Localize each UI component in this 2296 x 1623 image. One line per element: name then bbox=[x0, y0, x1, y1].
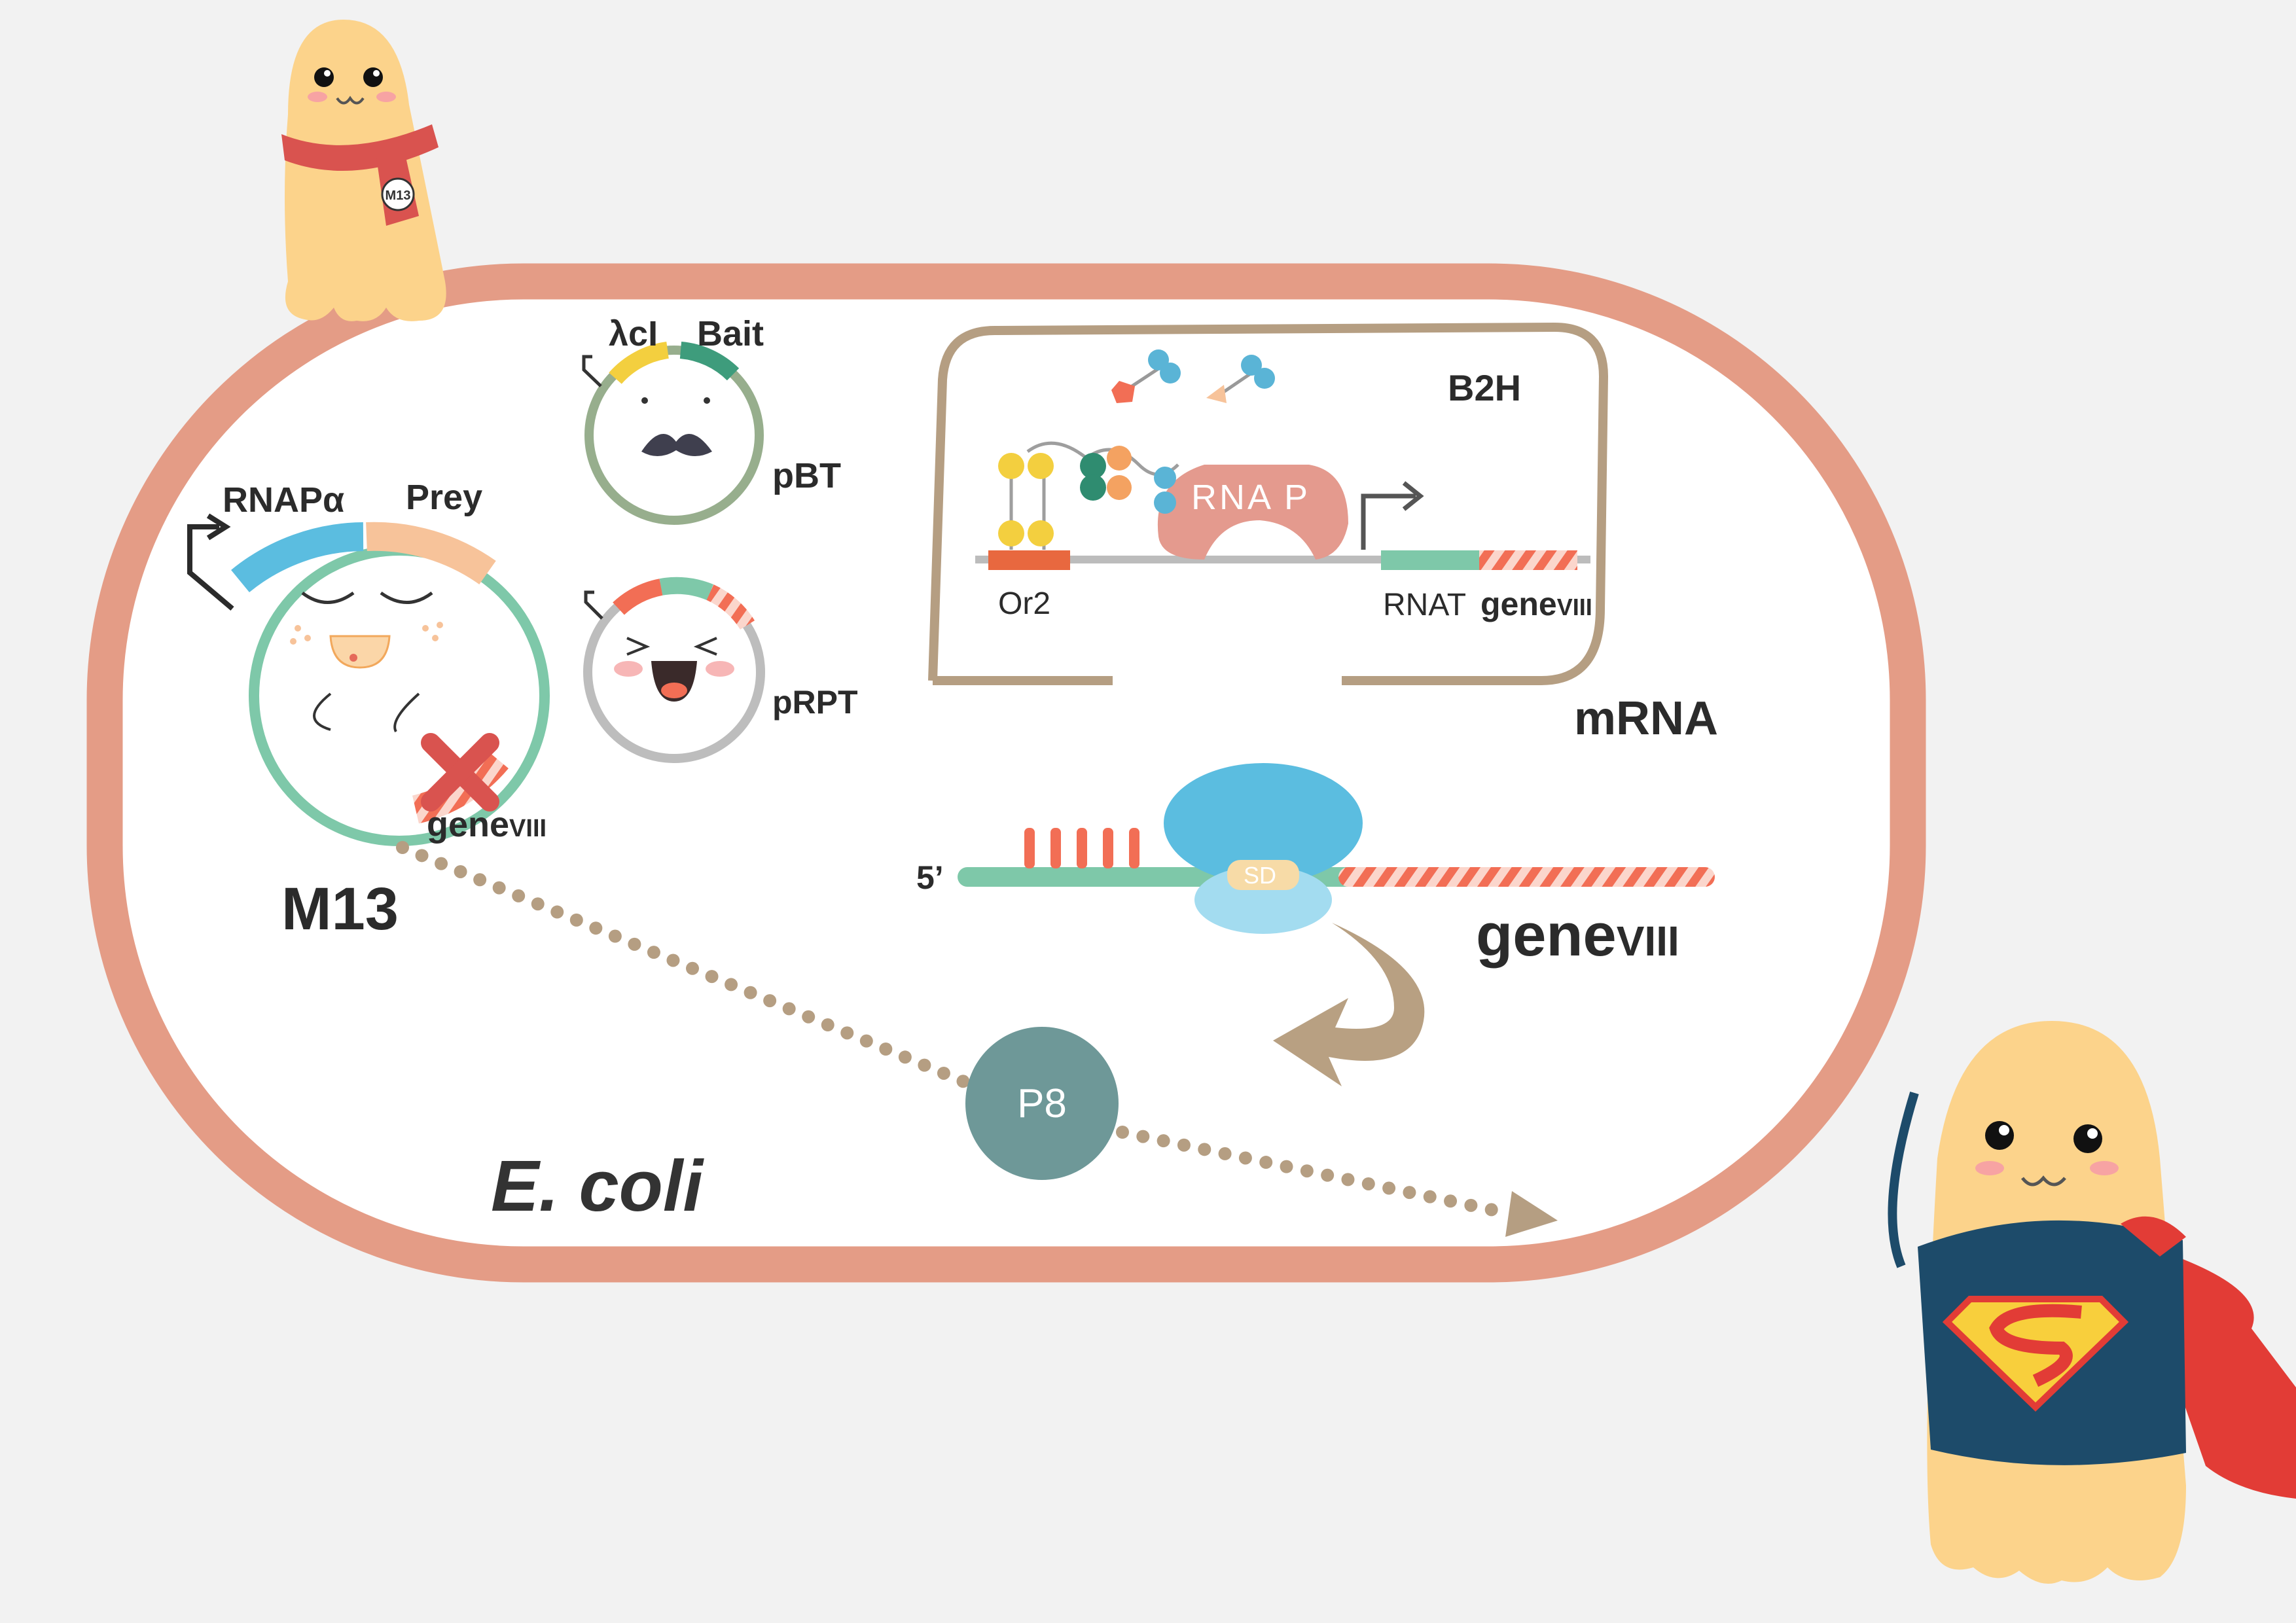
prpt-hatched-segment bbox=[706, 584, 755, 630]
mrna-translation-panel: mRNA SD 5’ geneVIII bbox=[916, 692, 1718, 1086]
pbt-label: pBT bbox=[772, 456, 841, 495]
superhero-mascot bbox=[1888, 1021, 2296, 1584]
mrna-geneviii-label: geneVIII bbox=[1476, 902, 1679, 969]
p8-label: P8 bbox=[1017, 1081, 1067, 1126]
b2h-title: B2H bbox=[1448, 367, 1521, 408]
superhero-arm-icon bbox=[1888, 1091, 1919, 1268]
pbt-promoter-icon bbox=[582, 355, 602, 387]
promoter-arrow-icon bbox=[187, 524, 234, 611]
bait-segment bbox=[679, 342, 740, 381]
pbt-plasmid: λcI Bait pBT bbox=[582, 314, 841, 525]
bait-prey-complex-icon bbox=[998, 446, 1176, 546]
prey-label: Prey bbox=[406, 478, 482, 517]
dotted-path-m13-to-p8 bbox=[396, 841, 982, 1093]
or2-operator bbox=[988, 550, 1070, 570]
prey-segment bbox=[366, 522, 496, 585]
m13-plasmid: RNAPα Prey geneVIII M13 bbox=[187, 478, 550, 942]
m13-badge bbox=[381, 177, 415, 211]
b2h-box-border bbox=[928, 322, 1609, 685]
prpt-red-segment bbox=[613, 579, 663, 615]
rna-p-label: RNA P bbox=[1191, 478, 1310, 517]
sleepy-face-icon bbox=[290, 591, 443, 732]
export-arrowhead-icon bbox=[1505, 1191, 1558, 1237]
mascot-body bbox=[285, 20, 446, 321]
five-prime-label: 5’ bbox=[916, 859, 944, 896]
sd-label: SD bbox=[1244, 862, 1276, 889]
ribosome-large-subunit bbox=[1164, 763, 1363, 883]
or2-label: Or2 bbox=[998, 586, 1050, 621]
rna-thermometer-hairpins bbox=[1024, 828, 1139, 868]
ecoli-label: E. coli bbox=[491, 1146, 704, 1226]
m13-title: M13 bbox=[281, 876, 399, 942]
m13-plasmid-ring bbox=[249, 545, 550, 846]
m13-badge-label: M13 bbox=[386, 188, 411, 203]
lambda-ci-segment bbox=[609, 342, 670, 384]
translation-curved-arrow-icon bbox=[1273, 923, 1425, 1086]
b2h-geneviii-label: geneVIII bbox=[1480, 586, 1592, 622]
superhero-cape-collar bbox=[2121, 1216, 2186, 1257]
p8-protein bbox=[965, 1027, 1119, 1180]
rna-polymerase bbox=[1157, 465, 1348, 560]
prpt-promoter-icon bbox=[584, 590, 603, 620]
prpt-label: pRPT bbox=[772, 684, 858, 721]
rnat-label: RNAT bbox=[1383, 588, 1466, 622]
dotted-path-p8-to-membrane bbox=[1116, 1126, 1518, 1221]
prpt-teal-segment bbox=[659, 577, 714, 601]
prpt-plasmid: pRPT bbox=[583, 577, 858, 763]
knockout-x-icon bbox=[421, 733, 499, 812]
lambda-ci-label: λcI bbox=[609, 314, 658, 353]
laughing-face-icon bbox=[614, 637, 734, 702]
m13-mascot-scarf: M13 bbox=[281, 20, 446, 321]
sd-sequence bbox=[1227, 860, 1299, 890]
pbt-plasmid-ring bbox=[584, 346, 764, 525]
p8-export-path: P8 bbox=[396, 841, 1558, 1237]
rnat-segment bbox=[1381, 550, 1479, 570]
rnap-alpha-label: RNAPα bbox=[223, 480, 344, 520]
rnap-alpha-segment bbox=[231, 522, 364, 593]
m13-geneviii-label: geneVIII bbox=[427, 805, 547, 844]
mrna-label: mRNA bbox=[1574, 692, 1718, 745]
transcription-start-arrow-icon bbox=[1361, 493, 1416, 550]
b2h-geneviii-segment bbox=[1479, 550, 1577, 570]
mustache-face-icon bbox=[641, 397, 712, 457]
bait-label: Bait bbox=[697, 314, 764, 353]
b2h-box: RNA P B2H Or2 RNAT geneVIII bbox=[928, 322, 1609, 685]
small-molecule-icons bbox=[1111, 349, 1275, 403]
ecoli-cell-wall bbox=[86, 263, 1926, 1283]
